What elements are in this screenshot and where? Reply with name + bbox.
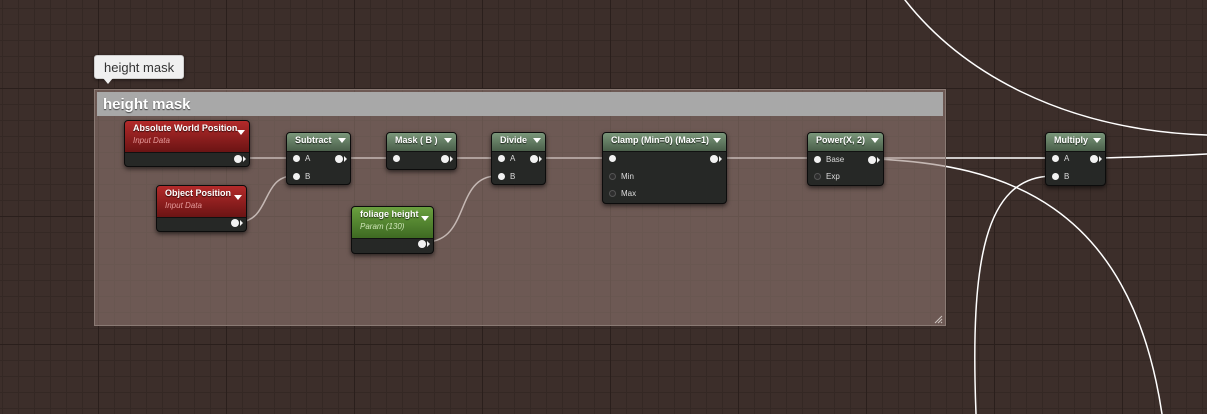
collapse-arrow-icon[interactable] [444,138,452,143]
collapse-arrow-icon[interactable] [234,195,242,200]
node-title: Object Position [165,188,232,198]
foliage-height-param-node[interactable]: foliage height Param (130) [351,206,434,254]
output-pin[interactable] [868,156,880,164]
multiply-node[interactable]: Multiply A B [1045,132,1106,186]
pin-label-a: A [1064,154,1070,163]
input-pin-b[interactable] [498,173,505,180]
input-pin-base[interactable] [814,156,821,163]
node-title: Mask ( B ) [395,135,438,145]
collapse-arrow-icon[interactable] [871,138,879,143]
input-pin-exp[interactable] [814,173,821,180]
node-title: Clamp (Min=0) (Max=1) [611,135,710,145]
pin-label-base: Base [826,155,845,164]
collapse-arrow-icon[interactable] [1093,138,1101,143]
subtract-node[interactable]: Subtract A B [286,132,351,185]
input-pin-a[interactable] [498,155,505,162]
pin-label-exp: Exp [826,172,840,181]
clamp-node[interactable]: Clamp (Min=0) (Max=1) Min Max [602,132,727,204]
pin-label-min: Min [621,172,634,181]
input-pin[interactable] [609,155,616,162]
collapse-arrow-icon[interactable] [237,130,245,135]
wire-top-right [904,0,1207,136]
node-header: Absolute World Position Input Data [125,121,249,153]
node-header: Object Position Input Data [157,186,246,218]
input-pin-b[interactable] [1052,173,1059,180]
mask-node[interactable]: Mask ( B ) [386,132,457,170]
absolute-world-position-node[interactable]: Absolute World Position Input Data [124,120,250,167]
comment-tooltip: height mask [94,55,185,84]
collapse-arrow-icon[interactable] [713,138,721,143]
node-header: Clamp (Min=0) (Max=1) [603,133,726,152]
input-pin-a[interactable] [293,155,300,162]
input-pin-b[interactable] [293,173,300,180]
node-subtitle: Param (130) [360,222,405,231]
collapse-arrow-icon[interactable] [338,138,346,143]
node-header: Divide [492,133,545,152]
output-pin[interactable] [1090,155,1102,163]
node-title: Divide [500,135,528,145]
pin-label-a: A [305,154,311,163]
output-pin[interactable] [231,219,243,227]
node-header: Mask ( B ) [387,133,456,152]
node-title: foliage height [360,209,419,219]
node-title: Absolute World Position [133,123,238,133]
power-node[interactable]: Power(X, 2) Base Exp [807,132,884,186]
pin-label-max: Max [621,189,637,198]
pin-label-a: A [510,154,516,163]
input-pin[interactable] [393,155,400,162]
output-pin[interactable] [441,155,453,163]
output-pin[interactable] [335,155,347,163]
node-header: foliage height Param (130) [352,207,433,239]
divide-node[interactable]: Divide A B [491,132,546,185]
pin-label-b: B [305,172,311,181]
node-subtitle: Input Data [165,201,202,210]
wire-into-multiply-b [974,175,1052,414]
object-position-node[interactable]: Object Position Input Data [156,185,247,232]
wire-multiply-out [1098,153,1207,159]
input-pin-min[interactable] [609,173,616,180]
output-pin[interactable] [234,155,246,163]
node-header: Multiply [1046,133,1105,152]
resize-handle-icon[interactable] [934,315,943,324]
tooltip-text: height mask [104,60,175,75]
output-pin[interactable] [418,240,430,248]
node-title: Multiply [1054,135,1088,145]
output-pin[interactable] [710,155,722,163]
node-title: Power(X, 2) [816,135,866,145]
node-subtitle: Input Data [133,136,170,145]
input-pin-a[interactable] [1052,155,1059,162]
node-header: Subtract [287,133,350,152]
node-title: Subtract [295,135,332,145]
comment-title[interactable]: height mask [97,92,943,116]
input-pin-max[interactable] [609,190,616,197]
collapse-arrow-icon[interactable] [533,138,541,143]
pin-label-b: B [1064,172,1070,181]
node-header: Power(X, 2) [808,133,883,152]
pin-label-b: B [510,172,516,181]
output-pin[interactable] [530,155,542,163]
collapse-arrow-icon[interactable] [421,216,429,221]
